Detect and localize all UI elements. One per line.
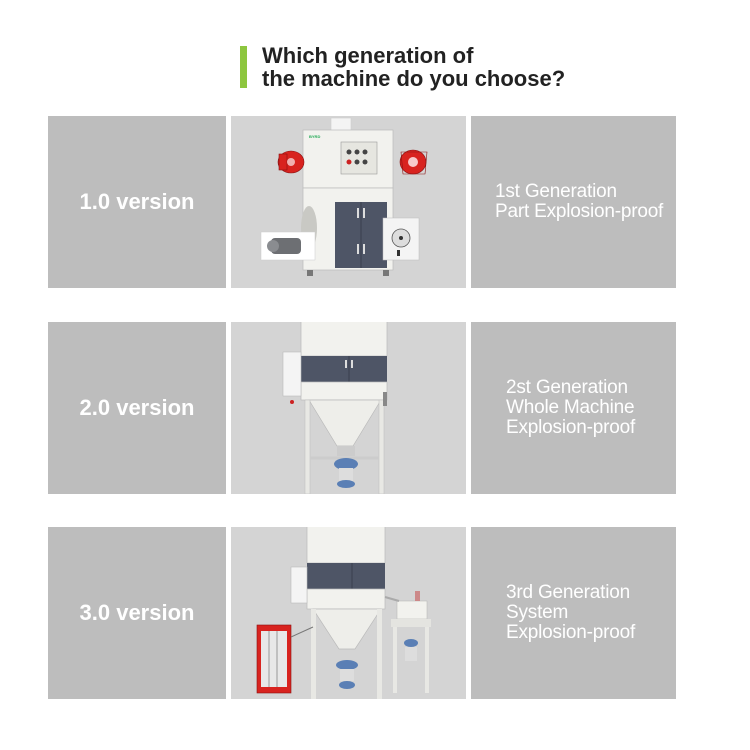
machine-image-cell: BYRD	[231, 322, 466, 494]
description-line: 3rd Generation	[506, 582, 630, 603]
version-label-cell: 1.0 version	[48, 116, 226, 288]
description-line: Part Explosion-proof	[495, 201, 664, 222]
version-label-cell: 2.0 version	[48, 322, 226, 494]
description-cell: 1st Generation Part Explosion-proof	[471, 116, 676, 288]
description-text: 1st Generation Part Explosion-proof	[495, 182, 663, 222]
description-text: 3rd Generation System Explosion-proof	[506, 583, 635, 643]
machine-image-cell: BYRD	[231, 116, 466, 288]
description-text: 2st Generation Whole Machine Explosion-p…	[506, 378, 635, 438]
title-line-2: the machine do you choose?	[262, 66, 566, 91]
title-line-1: Which generation of	[262, 43, 474, 68]
version-label: 3.0 version	[79, 600, 195, 625]
version-row-1[interactable]: 1.0 version BYRD	[48, 116, 676, 288]
title-accent-bar	[240, 46, 247, 88]
description-cell: 2st Generation Whole Machine Explosion-p…	[471, 322, 676, 494]
machine-image-cell	[231, 527, 466, 699]
machine-3-image	[256, 527, 431, 699]
description-line: Explosion-proof	[506, 622, 636, 643]
page-title: Which generation of the machine do you c…	[262, 44, 682, 90]
version-label: 2.0 version	[79, 395, 195, 420]
description-cell: 3rd Generation System Explosion-proof	[471, 527, 676, 699]
description-line: System	[506, 602, 569, 623]
version-label: 1.0 version	[79, 189, 195, 214]
description-line: Whole Machine	[506, 397, 635, 418]
version-label-cell: 3.0 version	[48, 527, 226, 699]
version-row-2[interactable]: 2.0 version BYRD	[48, 322, 676, 494]
version-row-3[interactable]: 3.0 version	[48, 527, 676, 699]
machine-2-image: BYRD	[282, 322, 388, 494]
machine-1-image: BYRD	[260, 117, 428, 276]
description-line: 2st Generation	[506, 377, 628, 398]
description-line: 1st Generation	[495, 181, 617, 202]
description-line: Explosion-proof	[506, 417, 636, 438]
svg-text:BYRD: BYRD	[309, 134, 320, 139]
